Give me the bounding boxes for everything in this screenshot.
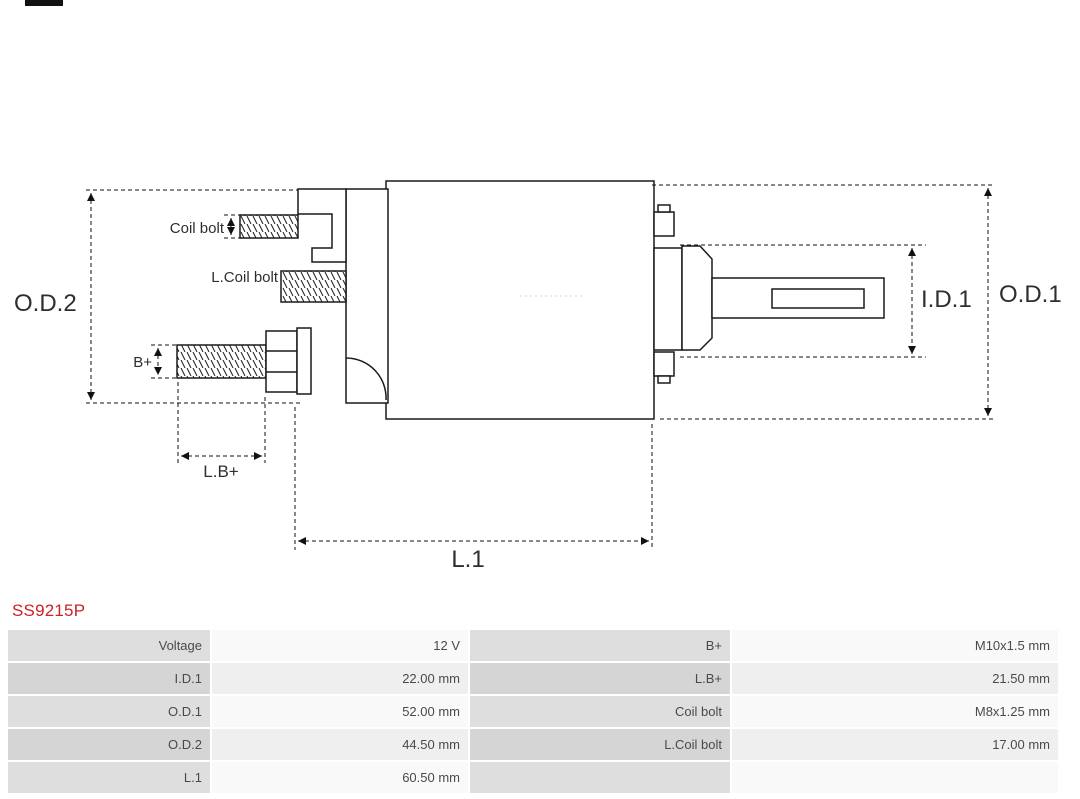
od1-label: O.D.1 <box>999 281 1062 308</box>
terminal-tab-bottom <box>653 351 675 377</box>
coil-bolt-bracket <box>297 188 347 263</box>
spec-label: L.Coil bolt <box>470 729 730 760</box>
spec-value <box>732 762 1058 793</box>
b-plus-nut <box>265 330 298 393</box>
logo-mark <box>25 0 63 6</box>
od2-label: O.D.2 <box>14 290 77 317</box>
terminal-cap-bottom <box>657 375 671 384</box>
l-coil-bolt-boss <box>280 270 347 303</box>
b-plus-label: B+ <box>133 354 152 371</box>
l1-label: L.1 <box>451 546 484 573</box>
l-coil-bolt-label: L.Coil bolt <box>211 269 279 286</box>
dimension-labels: O.D.2 O.D.1 I.D.1 L.1 L.B+ Coil bolt L.C… <box>14 220 1062 573</box>
spec-value: 21.50 mm <box>732 663 1058 694</box>
solenoid-body <box>176 180 885 420</box>
shaft-step <box>653 247 683 351</box>
terminal-tab-top <box>653 211 675 237</box>
shaft-collar <box>681 245 713 351</box>
spec-value: 60.50 mm <box>212 762 468 793</box>
spec-table: Voltage 12 V B+ M10x1.5 mm I.D.1 22.00 m… <box>8 630 1058 793</box>
spec-label: O.D.2 <box>8 729 210 760</box>
solenoid-technical-drawing: O.D.2 O.D.1 I.D.1 L.1 L.B+ Coil bolt L.C… <box>14 180 1062 573</box>
spec-label: Voltage <box>8 630 210 661</box>
main-housing <box>385 180 655 420</box>
b-plus-washer <box>296 327 312 395</box>
spec-label: L.1 <box>8 762 210 793</box>
flange-arc <box>345 357 387 401</box>
spec-label <box>470 762 730 793</box>
coil-bolt-stud <box>239 214 299 239</box>
dimension-lines <box>86 184 994 550</box>
spec-value: 12 V <box>212 630 468 661</box>
spec-label: O.D.1 <box>8 696 210 727</box>
coil-bolt-label: Coil bolt <box>170 220 225 237</box>
spec-value: 17.00 mm <box>732 729 1058 760</box>
id1-label: I.D.1 <box>921 286 972 313</box>
spec-label: Coil bolt <box>470 696 730 727</box>
lb-plus-label: L.B+ <box>203 462 239 481</box>
terminal-cap-top <box>657 204 671 213</box>
spec-value: M10x1.5 mm <box>732 630 1058 661</box>
spec-label: L.B+ <box>470 663 730 694</box>
b-plus-stud <box>176 344 267 379</box>
flange-spacer <box>345 188 389 404</box>
spec-value: M8x1.25 mm <box>732 696 1058 727</box>
product-code: SS9215P <box>12 601 86 620</box>
spec-value: 44.50 mm <box>212 729 468 760</box>
spec-value: 22.00 mm <box>212 663 468 694</box>
spec-value: 52.00 mm <box>212 696 468 727</box>
spec-label: I.D.1 <box>8 663 210 694</box>
nut-facets <box>266 350 297 373</box>
plunger-slot <box>771 288 865 309</box>
spec-label: B+ <box>470 630 730 661</box>
